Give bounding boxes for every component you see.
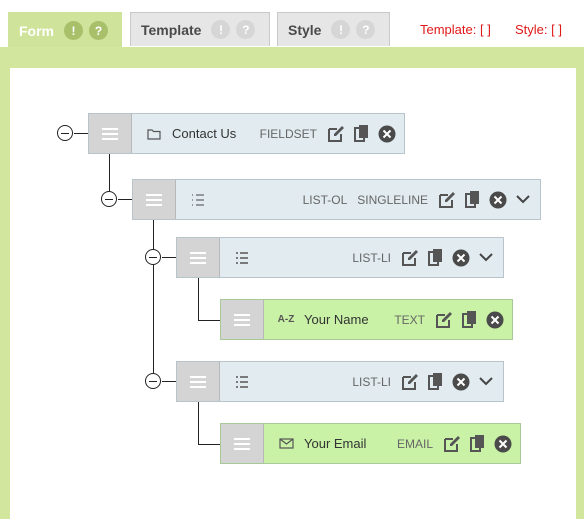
tab-template[interactable]: Template ! ? xyxy=(130,12,270,46)
text-type-icon: A-Z xyxy=(277,314,295,325)
list-ol-type: LIST-OL xyxy=(302,192,348,207)
fieldset-node[interactable]: Contact Us FIELDSET xyxy=(88,113,405,154)
list-li-node[interactable]: LIST-LI xyxy=(176,237,504,278)
tree-connector xyxy=(198,278,199,320)
style-status: Style: [ ] xyxy=(515,22,562,37)
copy-icon[interactable] xyxy=(463,190,482,209)
drag-handle[interactable] xyxy=(177,362,220,401)
tab-form-label: Form xyxy=(19,22,54,39)
copy-icon[interactable] xyxy=(460,310,479,329)
delete-icon[interactable] xyxy=(488,190,507,209)
tree-connector xyxy=(198,444,220,445)
collapse-toggle-fieldset[interactable] xyxy=(57,125,73,141)
copy-icon[interactable] xyxy=(426,248,445,267)
tab-template-label: Template xyxy=(141,21,202,38)
delete-icon[interactable] xyxy=(451,248,470,267)
copy-icon[interactable] xyxy=(426,372,445,391)
ordered-list-icon xyxy=(188,193,208,207)
collapse-toggle-list-li-1[interactable] xyxy=(145,249,161,265)
drag-handle[interactable] xyxy=(89,114,132,153)
drag-handle[interactable] xyxy=(177,238,220,277)
email-field-label: Your Email xyxy=(304,436,367,451)
delete-icon[interactable] xyxy=(493,434,512,453)
template-status: Template: [ ] xyxy=(420,22,491,37)
tree-connector xyxy=(118,199,132,200)
edit-icon[interactable] xyxy=(443,434,462,453)
drag-handle[interactable] xyxy=(133,180,176,219)
tree-connector xyxy=(109,154,110,191)
list-ol-node[interactable]: LIST-OL SINGLELINE xyxy=(132,179,541,220)
drag-handle[interactable] xyxy=(221,424,264,463)
drag-handle[interactable] xyxy=(221,300,264,339)
list-li-type: LIST-LI xyxy=(352,374,391,389)
tab-form-info-icon[interactable]: ! xyxy=(64,21,83,40)
copy-icon[interactable] xyxy=(468,434,487,453)
tab-form-help-icon[interactable]: ? xyxy=(89,21,108,40)
tree-connector xyxy=(153,220,154,374)
envelope-icon xyxy=(276,438,296,449)
tab-style[interactable]: Style ! ? xyxy=(277,12,390,46)
chevron-down-icon[interactable] xyxy=(476,372,495,391)
list-li-type: LIST-LI xyxy=(352,250,391,265)
collapse-toggle-list-ol[interactable] xyxy=(101,191,117,207)
tab-style-info-icon[interactable]: ! xyxy=(331,20,351,39)
tree-connector xyxy=(198,320,220,321)
list-li-node[interactable]: LIST-LI xyxy=(176,361,504,402)
tab-style-help-icon[interactable]: ? xyxy=(356,20,376,39)
fieldset-type: FIELDSET xyxy=(259,126,317,141)
collapse-toggle-list-li-2[interactable] xyxy=(145,373,161,389)
text-field-label: Your Name xyxy=(304,312,369,327)
tab-form[interactable]: Form ! ? xyxy=(8,12,122,48)
tab-template-info-icon[interactable]: ! xyxy=(211,20,231,39)
tree-connector xyxy=(162,257,176,258)
edit-icon[interactable] xyxy=(401,372,420,391)
tree-connector xyxy=(74,133,88,134)
text-field-node[interactable]: A-Z Your Name TEXT xyxy=(220,299,513,340)
list-icon xyxy=(232,251,252,265)
tree-connector xyxy=(162,381,176,382)
copy-icon[interactable] xyxy=(352,124,371,143)
tab-template-help-icon[interactable]: ? xyxy=(236,20,256,39)
fieldset-label: Contact Us xyxy=(172,126,237,141)
chevron-down-icon[interactable] xyxy=(513,190,532,209)
chevron-down-icon[interactable] xyxy=(476,248,495,267)
edit-icon[interactable] xyxy=(438,190,457,209)
delete-icon[interactable] xyxy=(485,310,504,329)
text-field-type: TEXT xyxy=(394,312,425,327)
email-field-type: EMAIL xyxy=(396,436,433,451)
edit-icon[interactable] xyxy=(401,248,420,267)
delete-icon[interactable] xyxy=(451,372,470,391)
tree-connector xyxy=(198,402,199,444)
delete-icon[interactable] xyxy=(377,124,396,143)
folder-icon xyxy=(144,128,164,140)
edit-icon[interactable] xyxy=(435,310,454,329)
tab-style-label: Style xyxy=(288,21,322,38)
list-ol-subtype: SINGLELINE xyxy=(357,192,428,207)
list-icon xyxy=(232,375,252,389)
edit-icon[interactable] xyxy=(327,124,346,143)
email-field-node[interactable]: Your Email EMAIL xyxy=(220,423,521,464)
